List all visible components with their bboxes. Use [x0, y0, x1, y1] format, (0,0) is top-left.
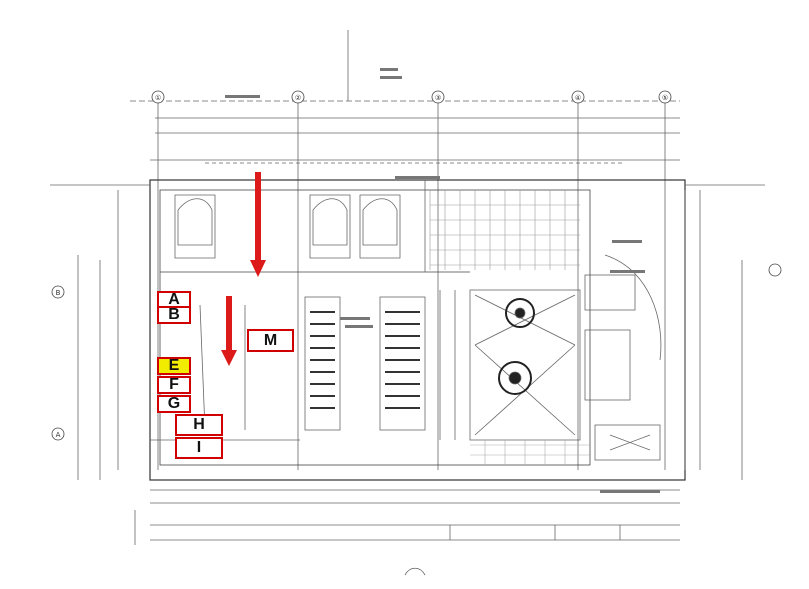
- grid-marker-2: ②: [295, 94, 301, 102]
- row-marker-a: A: [56, 431, 61, 439]
- grid-marker-5: ⑤: [662, 94, 668, 102]
- label-h: H: [175, 414, 223, 436]
- label-e: E: [157, 357, 191, 375]
- label-f: F: [157, 376, 191, 394]
- grid-marker-3: ③: [435, 94, 441, 102]
- label-g: G: [157, 395, 191, 413]
- label-i: I: [175, 437, 223, 459]
- grid-marker-1: ①: [155, 94, 161, 102]
- label-m: M: [247, 329, 294, 352]
- direction-arrows: [221, 172, 266, 366]
- row-marker-b: B: [56, 289, 61, 297]
- label-b: B: [157, 306, 191, 324]
- grid-marker-4: ④: [575, 94, 581, 102]
